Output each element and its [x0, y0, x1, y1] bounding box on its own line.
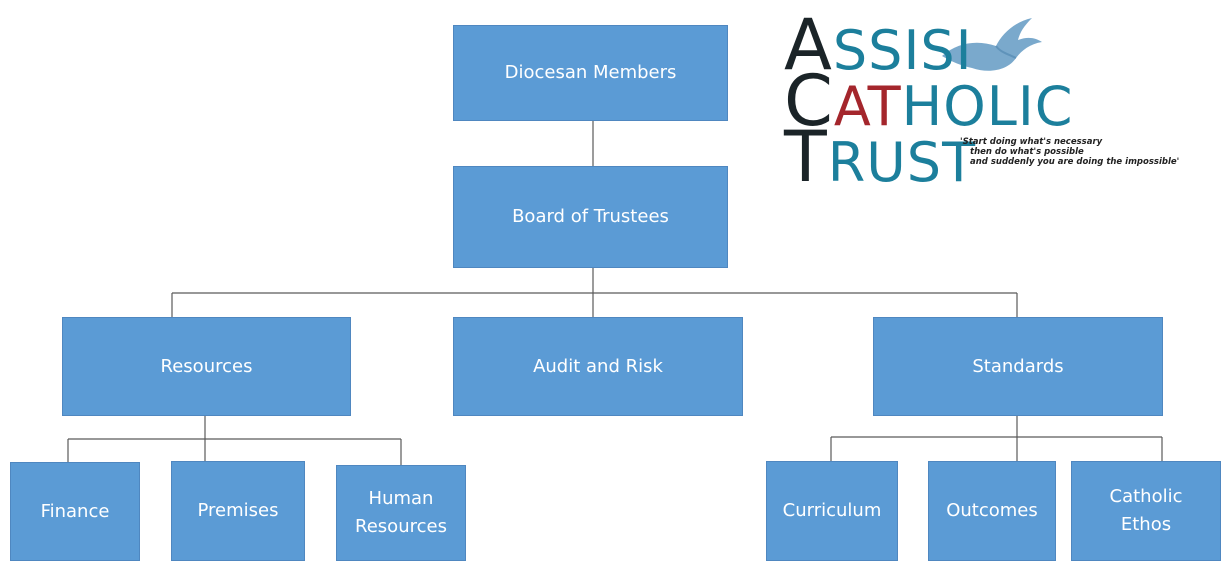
logo-rest-rust: RUST: [827, 131, 977, 194]
motto-line-3: and suddenly you are doing the impossibl…: [970, 157, 1180, 167]
logo-rest-ssisi: SSISI: [832, 19, 973, 82]
logo-word-assisi: ASSISI: [784, 10, 973, 80]
node-human-resources: Human Resources: [336, 465, 466, 561]
node-board-of-trustees: Board of Trustees: [453, 166, 728, 268]
logo-initial-t: T: [784, 116, 828, 198]
trust-logo: ASSISI CATHOLIC TRUST 'Start doing what'…: [780, 10, 1210, 192]
logo-motto: 'Start doing what's necessary then do wh…: [960, 137, 1179, 167]
node-resources: Resources: [62, 317, 351, 416]
node-curriculum: Curriculum: [766, 461, 898, 561]
node-audit-and-risk: Audit and Risk: [453, 317, 743, 416]
logo-initial-a: A: [784, 4, 833, 86]
node-catholic-ethos: Catholic Ethos: [1071, 461, 1221, 561]
logo-initial-c: C: [784, 60, 834, 142]
dove-icon: [942, 18, 1042, 71]
motto-line-2: then do what's possible: [970, 147, 1084, 157]
logo-word-trust: TRUST: [784, 122, 976, 192]
node-outcomes: Outcomes: [928, 461, 1056, 561]
motto-line-1: 'Start doing what's necessary: [960, 137, 1103, 147]
logo-rest-holic: HOLIC: [901, 75, 1074, 138]
logo-accent-at: AT: [833, 75, 902, 138]
logo-word-catholic: CATHOLIC: [784, 66, 1073, 136]
node-standards: Standards: [873, 317, 1163, 416]
node-diocesan-members: Diocesan Members: [453, 25, 728, 121]
node-premises: Premises: [171, 461, 305, 561]
node-finance: Finance: [10, 462, 140, 561]
